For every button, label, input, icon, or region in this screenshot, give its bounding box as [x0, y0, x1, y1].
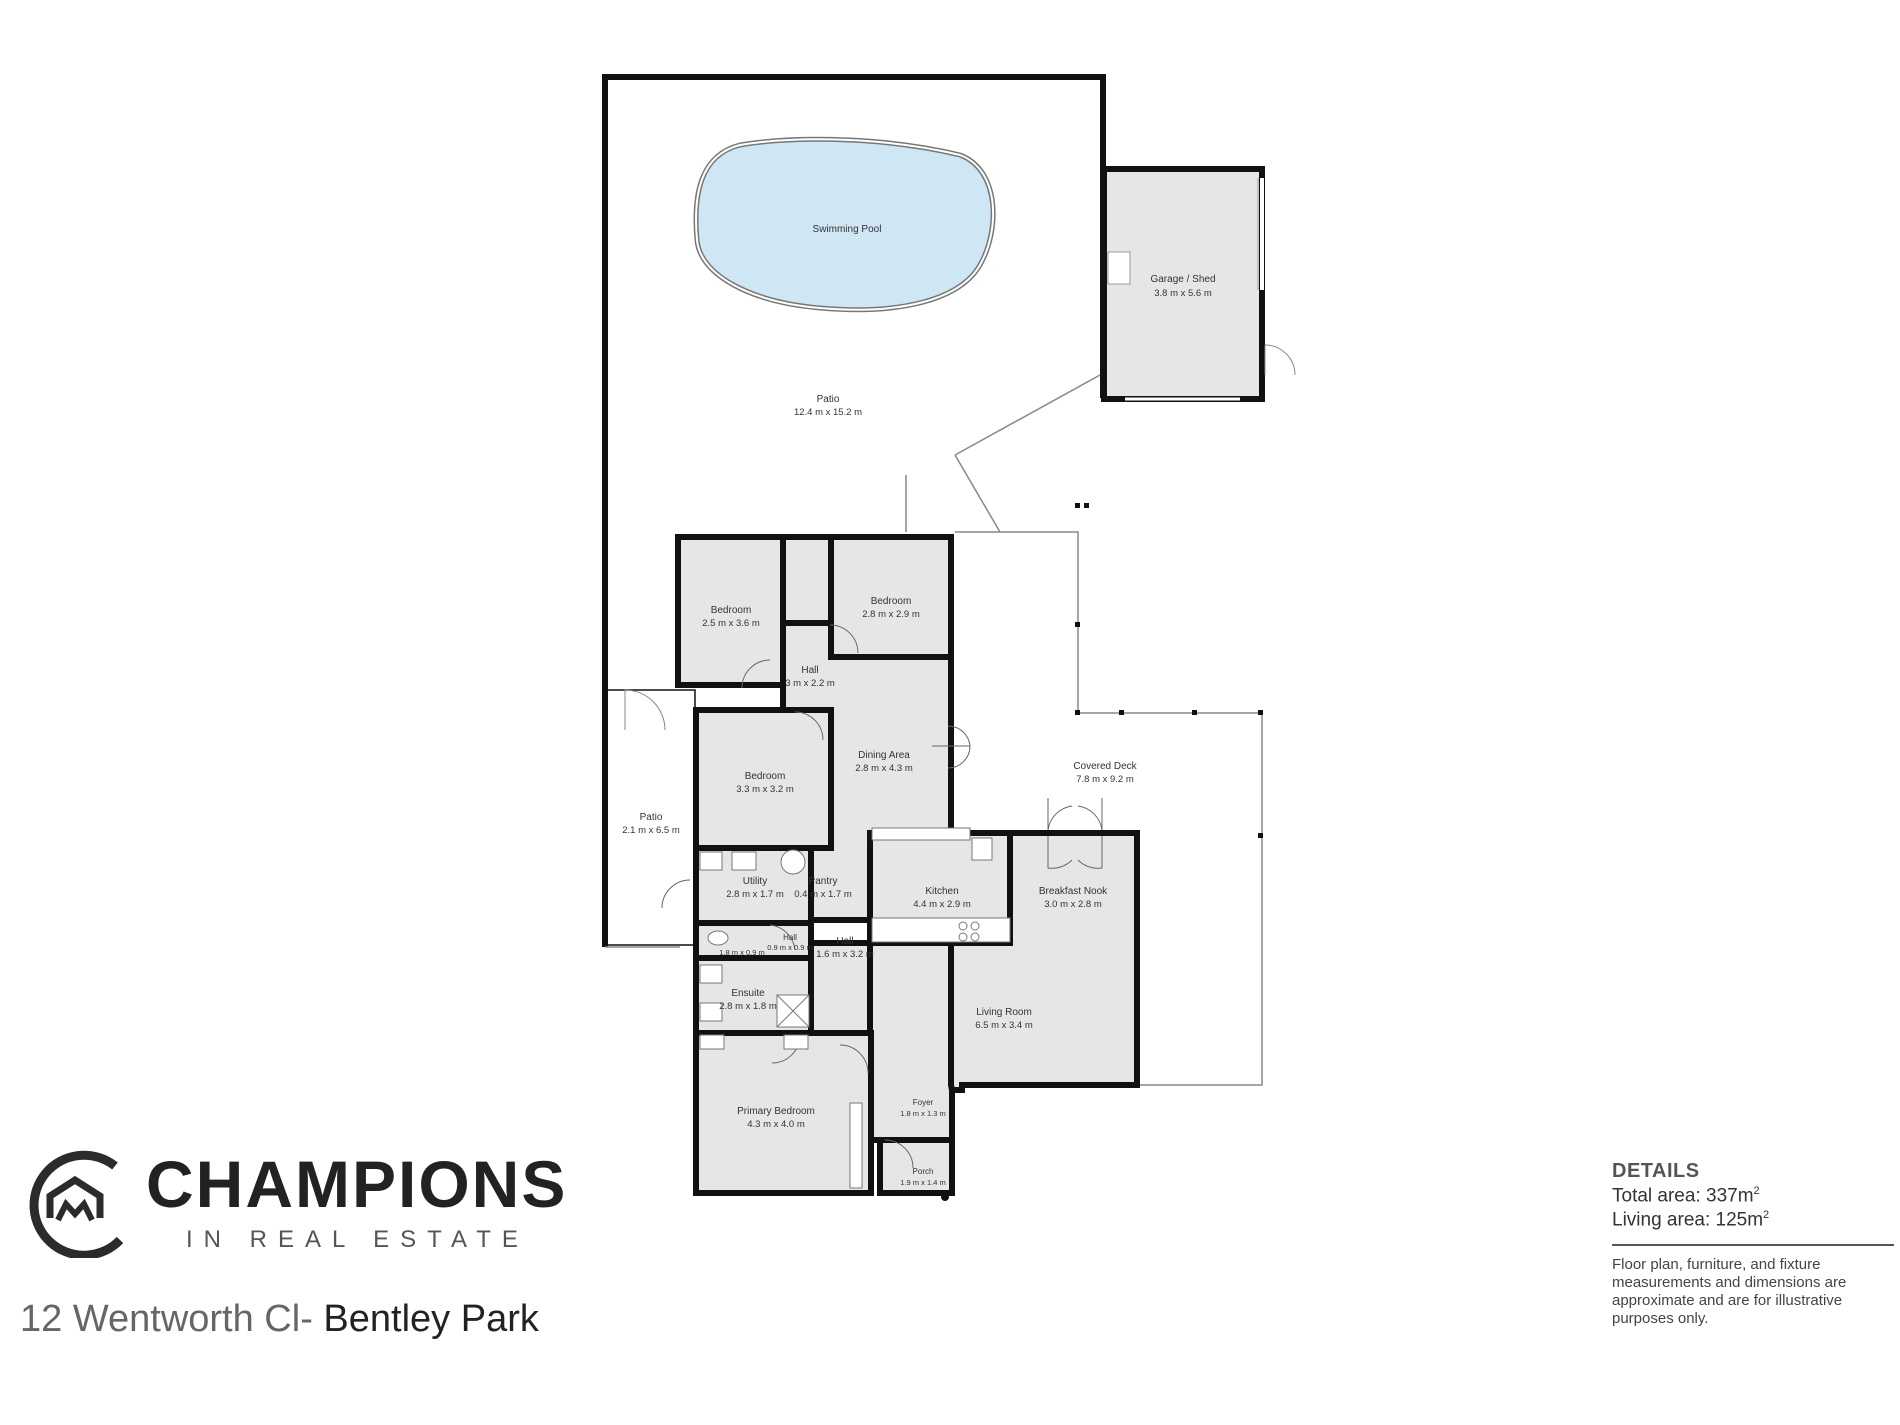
fixtures [699, 827, 1011, 1189]
svg-text:3.0 m x 2.8 m: 3.0 m x 2.8 m [1044, 899, 1102, 910]
svg-text:2.8 m x 2.9 m: 2.8 m x 2.9 m [862, 609, 920, 620]
brand-logo [29, 1150, 124, 1258]
room-label: Bedroom 2.8 m x 2.9 m [862, 596, 920, 620]
svg-text:Patio: Patio [640, 812, 663, 823]
svg-text:6.5 m x 3.4 m: 6.5 m x 3.4 m [975, 1020, 1033, 1031]
svg-text:Bedroom: Bedroom [711, 605, 752, 616]
svg-text:Swimming Pool: Swimming Pool [813, 224, 882, 235]
svg-text:Kitchen: Kitchen [925, 886, 958, 897]
disclaimer-note: Floor plan, furniture, and fixture measu… [1612, 1255, 1847, 1327]
svg-text:Covered Deck: Covered Deck [1073, 761, 1137, 772]
svg-text:0.4 m x 1.7 m: 0.4 m x 1.7 m [794, 889, 852, 900]
total-area: Total area: 337m2 [1612, 1185, 1894, 1207]
svg-text:4.3 m x 4.0 m: 4.3 m x 4.0 m [747, 1119, 805, 1130]
porch-post-marker [941, 1193, 949, 1201]
room-label: Bedroom 3.3 m x 3.2 m [736, 771, 794, 795]
svg-text:Foyer: Foyer [913, 1098, 934, 1107]
svg-text:2.5 m x 3.6 m: 2.5 m x 3.6 m [702, 618, 760, 629]
total-area-text: Total area: 337m [1612, 1185, 1754, 1207]
room-label: Utility 2.8 m x 1.7 m [726, 876, 784, 900]
garage-shed [1101, 166, 1296, 402]
brand-name: CHAMPIONS [146, 1147, 568, 1221]
room-label: Covered Deck 7.8 m x 9.2 m [1073, 761, 1137, 785]
property-address: 12 Wentworth Cl- Bentley Park [20, 1298, 539, 1341]
svg-text:Primary Bedroom: Primary Bedroom [737, 1106, 815, 1117]
unit-exponent: 2 [1763, 1209, 1770, 1222]
svg-text:1.6 m x 3.2 m: 1.6 m x 3.2 m [816, 949, 874, 960]
room-label: Living Room 6.5 m x 3.4 m [975, 1007, 1033, 1031]
svg-text:3.8 m x 5.6 m: 3.8 m x 5.6 m [1154, 288, 1212, 299]
room-label: Breakfast Nook 3.0 m x 2.8 m [1039, 886, 1108, 910]
svg-text:2.1 m x 6.5 m: 2.1 m x 6.5 m [622, 825, 680, 836]
svg-text:Hall: Hall [801, 665, 818, 676]
svg-text:12.4 m x 15.2 m: 12.4 m x 15.2 m [794, 407, 862, 418]
room-label: Ensuite 2.8 m x 1.8 m [719, 988, 777, 1012]
room-label: Foyer 1.8 m x 1.3 m [900, 1098, 945, 1118]
svg-text:Living Room: Living Room [976, 1007, 1032, 1018]
room-label: Patio 2.1 m x 6.5 m [622, 812, 680, 836]
svg-text:Hall: Hall [836, 936, 853, 947]
svg-text:Bedroom: Bedroom [745, 771, 786, 782]
svg-text:1.8 m x 1.3 m: 1.8 m x 1.3 m [900, 1109, 945, 1118]
room-label: Garage / Shed 3.8 m x 5.6 m [1150, 274, 1215, 299]
svg-text:1.8 m x 0.9 m: 1.8 m x 0.9 m [719, 948, 764, 957]
svg-text:Garage / Shed: Garage / Shed [1150, 274, 1215, 285]
svg-text:Hall: Hall [783, 933, 797, 942]
svg-text:7.8 m x 9.2 m: 7.8 m x 9.2 m [1076, 774, 1134, 785]
svg-text:Pantry: Pantry [809, 876, 838, 887]
room-label: Porch 1.9 m x 1.4 m [900, 1167, 945, 1187]
room-labels: Swimming Pool Garage / Shed 3.8 m x 5.6 … [622, 224, 1215, 1187]
room-label: Pantry 0.4 m x 1.7 m [794, 876, 852, 900]
address-street: 12 Wentworth Cl- [20, 1298, 313, 1340]
side-patio [604, 689, 696, 946]
svg-text:2.8 m x 4.3 m: 2.8 m x 4.3 m [855, 763, 913, 774]
svg-text:1.9 m x 1.4 m: 1.9 m x 1.4 m [900, 1178, 945, 1187]
room-label: Swimming Pool [813, 224, 882, 235]
room-label: Hall 3 m x 2.2 m [785, 665, 835, 689]
house-monogram-icon [29, 1150, 124, 1258]
room-label: Patio 12.4 m x 15.2 m [794, 394, 862, 418]
room-label: Kitchen 4.4 m x 2.9 m [913, 886, 971, 910]
svg-text:Bedroom: Bedroom [871, 596, 912, 607]
room-label: 1.8 m x 0.9 m [719, 948, 764, 957]
svg-text:Breakfast Nook: Breakfast Nook [1039, 886, 1108, 897]
covered-deck-outline [955, 503, 1263, 1086]
svg-text:Ensuite: Ensuite [731, 988, 765, 999]
svg-text:3 m x 2.2 m: 3 m x 2.2 m [785, 678, 835, 689]
details-title: DETAILS [1612, 1160, 1700, 1182]
svg-text:Patio: Patio [817, 394, 840, 405]
living-area-text: Living area: 125m [1612, 1209, 1764, 1231]
room-label: Bedroom 2.5 m x 3.6 m [702, 605, 760, 629]
brand-tagline: IN REAL ESTATE [186, 1226, 529, 1253]
doors [661, 624, 1103, 1169]
unit-exponent: 2 [1753, 1185, 1760, 1197]
room-label: Dining Area 2.8 m x 4.3 m [855, 750, 913, 774]
details-divider [1612, 1243, 1894, 1246]
room-label: Hall 0.9 m x 0.9 m [767, 933, 812, 952]
svg-text:Porch: Porch [913, 1167, 934, 1176]
svg-text:3.3 m x 3.2 m: 3.3 m x 3.2 m [736, 784, 794, 795]
svg-text:2.8 m x 1.7 m: 2.8 m x 1.7 m [726, 889, 784, 900]
address-suburb: Bentley Park [323, 1298, 539, 1340]
svg-text:2.8 m x 1.8 m: 2.8 m x 1.8 m [719, 1001, 777, 1012]
living-area: Living area: 125m2 [1612, 1209, 1894, 1231]
svg-text:0.9 m x 0.9 m: 0.9 m x 0.9 m [767, 943, 812, 952]
svg-text:4.4 m x 2.9 m: 4.4 m x 2.9 m [913, 899, 971, 910]
svg-text:Utility: Utility [743, 876, 767, 887]
svg-text:Dining Area: Dining Area [858, 750, 910, 761]
swimming-pool [693, 136, 996, 313]
details-panel: DETAILS Total area: 337m2 Living area: 1… [1612, 1160, 1894, 1328]
room-label: Primary Bedroom 4.3 m x 4.0 m [737, 1106, 815, 1130]
room-label: Hall 1.6 m x 3.2 m [816, 936, 874, 960]
